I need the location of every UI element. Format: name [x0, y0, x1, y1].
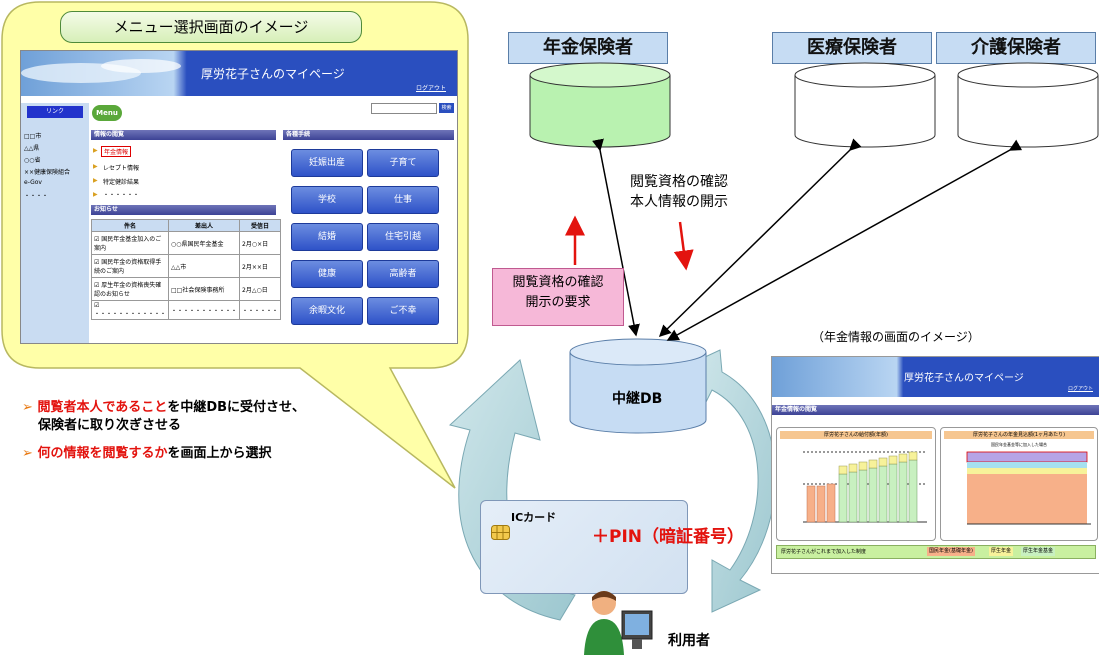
ic-chip-icon: [491, 525, 510, 540]
pension-screen-header: [772, 357, 1099, 397]
bullet-icon: ▶: [93, 163, 98, 170]
bubble-title: メニュー選択画面のイメージ: [60, 11, 362, 43]
bullet-1: ➢ 閲覧者本人であることを中継DBに受付させ、: [22, 400, 305, 416]
relay-db-cylinder: [569, 338, 707, 434]
procedure-button[interactable]: 妊娠出産: [291, 149, 363, 177]
enrolled-systems-label: 厚労花子さんがこれまで加入した制度: [781, 549, 867, 555]
table-cell: ・・・・・・: [239, 300, 282, 320]
ic-card: ICカード: [480, 500, 688, 594]
user-at-computer-icon: [584, 591, 653, 655]
side-item: ・・・・: [24, 193, 49, 200]
enrolled-systems-bar: 厚労花子さんがこれまで加入した制度 国民年金(基礎年金) 厚生年金 厚生年金基金: [776, 545, 1096, 559]
legend-employee: 厚生年金: [989, 547, 1014, 556]
pension-screen-image: 厚労花子さんのマイページ ログアウト 年金情報の閲覧 厚労花子さんの給付額(年額…: [771, 356, 1099, 574]
estimate-chart-panel: 厚労花子さんの年金見込額(1ヶ月あたり) 国民年金基金等に加入した場合: [940, 427, 1098, 541]
bullet-2: ➢ 何の情報を閲覧するかを画面上から選択: [22, 446, 271, 462]
request-line2: 開示の要求: [525, 295, 591, 310]
benefit-chart-title: 厚労花子さんの給付額(年額): [780, 431, 932, 439]
table-header: 件名: [90, 219, 170, 232]
medical-db-cylinder: [794, 62, 936, 148]
notice-table: 件名 差出人 受信日 ☑ 国民年金基金加入のご案内 ○○県国民年金基金 2月○×…: [90, 219, 282, 320]
info-item: ・・・・・・: [103, 192, 140, 199]
care-insurer-box: 介護保険者: [936, 32, 1096, 64]
search-button[interactable]: 検索: [439, 103, 454, 113]
estimate-chart-note: 国民年金基金等に加入した場合: [991, 442, 1047, 447]
table-row[interactable]: ☑ 厚生年金の資格喪失確認のお知らせ □□社会保険事務所 2月△○日: [90, 277, 282, 301]
link-header: リンク: [27, 106, 83, 118]
side-item[interactable]: ××健康保険組合: [24, 169, 71, 176]
procedure-button[interactable]: 住宅引越: [367, 223, 439, 251]
table-cell: 2月△○日: [239, 277, 282, 301]
medical-insurer-box: 医療保険者: [772, 32, 932, 64]
legend-national: 国民年金(基礎年金): [927, 547, 975, 556]
table-cell: □□社会保険事務所: [168, 277, 241, 301]
menu-screen-image: 厚労花子さんのマイページ ログアウト リンク □□市 △△県 ○○省 ××健康保…: [20, 50, 458, 344]
benefit-chart: [803, 451, 927, 523]
sky-cloud-icon: [21, 59, 181, 83]
screen-title: 厚労花子さんのマイページ: [201, 67, 345, 81]
screen-header: [21, 51, 457, 96]
pension-db-cylinder: [529, 62, 671, 148]
request-box: 閲覧資格の確認 開示の要求: [492, 268, 624, 326]
section-procedure-bar: 各種手続: [283, 130, 454, 140]
bullet-1-line2: 保険者に取り次ぎさせる: [38, 418, 182, 433]
table-cell: 国民年金基金加入のご案内: [94, 236, 162, 252]
procedure-button[interactable]: 健康: [291, 260, 363, 288]
estimate-chart: [966, 451, 1091, 525]
procedure-button[interactable]: 高齢者: [367, 260, 439, 288]
pension-logout-link[interactable]: ログアウト: [1068, 386, 1094, 392]
bullet-icon: ▶: [93, 191, 98, 198]
procedure-button[interactable]: 余暇文化: [291, 297, 363, 325]
side-item[interactable]: □□市: [24, 133, 42, 140]
confirm-note-line1: 閲覧資格の確認: [630, 174, 728, 190]
side-item[interactable]: △△県: [24, 145, 40, 152]
bullet-1-rest: を中継DBに受付させ、: [167, 400, 306, 415]
benefit-chart-panel: 厚労花子さんの給付額(年額): [776, 427, 936, 541]
pin-label: ＋PIN（暗証番号）: [592, 527, 745, 547]
procedure-button[interactable]: 仕事: [367, 186, 439, 214]
info-item-pension[interactable]: 年金情報: [101, 146, 132, 157]
bullet-arrow-icon: ➢: [22, 400, 33, 415]
info-item[interactable]: レセプト情報: [103, 165, 140, 172]
section-info-bar: 情報の閲覧: [91, 130, 276, 140]
pension-insurer-box: 年金保険者: [508, 32, 668, 64]
pension-screen-title: 厚労花子さんのマイページ: [904, 373, 1024, 384]
table-header: 差出人: [168, 219, 241, 232]
search-input[interactable]: [371, 103, 437, 114]
procedure-button[interactable]: 学校: [291, 186, 363, 214]
estimate-chart-title: 厚労花子さんの年金見込額(1ヶ月あたり): [944, 431, 1094, 439]
ic-card-label: ICカード: [511, 511, 557, 524]
request-line1: 閲覧資格の確認: [512, 275, 604, 290]
pension-section-bar: 年金情報の閲覧: [772, 405, 1099, 415]
menu-badge: Menu: [92, 105, 122, 121]
care-db-cylinder: [957, 62, 1099, 148]
table-row[interactable]: ☑ ・・・・・・・・・・・・ ・・・・・・・・・・・ ・・・・・・: [90, 300, 282, 320]
table-row[interactable]: ☑ 国民年金の資格取得手続のご案内 △△市 2月××日: [90, 254, 282, 278]
bullet-1-highlight: 閲覧者本人であること: [37, 400, 168, 415]
section-notice-bar: お知らせ: [91, 205, 276, 215]
pension-caption: （年金情報の画面のイメージ）: [812, 330, 980, 344]
table-cell: 国民年金の資格取得手続のご案内: [94, 259, 162, 275]
bullet-2-rest: を画面上から選択: [167, 446, 272, 461]
bullet-icon: ▶: [93, 177, 98, 184]
table-row[interactable]: ☑ 国民年金基金加入のご案内 ○○県国民年金基金 2月○×日: [90, 231, 282, 255]
bullet-arrow-icon: ➢: [22, 446, 33, 461]
table-cell: ・・・・・・・・・・・・: [94, 311, 167, 318]
procedure-button[interactable]: ご不幸: [367, 297, 439, 325]
logout-link[interactable]: ログアウト: [416, 85, 447, 92]
confirm-note-line2: 本人情報の開示: [630, 194, 728, 210]
screen-sidebar: [21, 103, 89, 343]
bullet-2-highlight: 何の情報を閲覧するか: [37, 446, 168, 461]
procedure-button[interactable]: 結婚: [291, 223, 363, 251]
bullet-icon: ▶: [93, 147, 98, 154]
side-item[interactable]: e-Gov: [24, 179, 42, 186]
side-item[interactable]: ○○省: [24, 157, 41, 164]
info-item[interactable]: 特定健診結果: [103, 179, 140, 186]
relay-db-label: 中継DB: [612, 391, 663, 407]
table-cell: 2月××日: [239, 254, 282, 278]
table-cell: 厚生年金の資格喪失確認のお知らせ: [94, 282, 162, 298]
user-label: 利用者: [668, 633, 710, 649]
legend-fund: 厚生年金基金: [1021, 547, 1056, 556]
procedure-button[interactable]: 子育て: [367, 149, 439, 177]
